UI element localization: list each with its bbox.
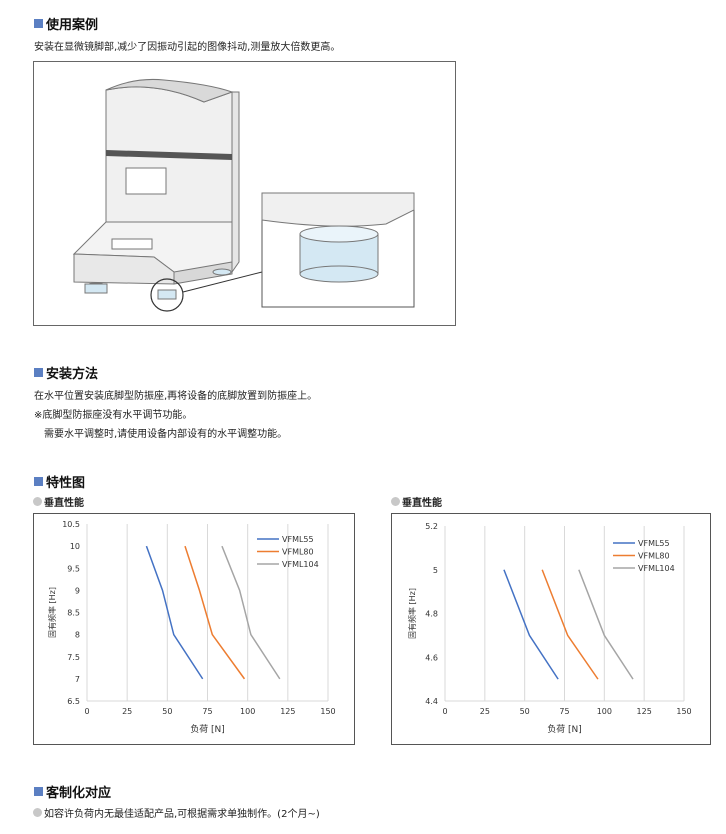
x-tick-label: 100 [597, 707, 612, 716]
x-axis-label: 负荷 [N] [547, 723, 582, 735]
y-tick-label: 6.5 [67, 697, 80, 706]
y-tick-label: 7 [75, 675, 80, 684]
x-tick-label: 125 [280, 707, 295, 716]
y-tick-label: 7.5 [67, 653, 80, 662]
install-line-2: ※底脚型防振座没有水平调节功能。 [34, 410, 193, 421]
usecase-description: 安装在显微镜脚部,减少了因振动引起的图像抖动,测量放大倍数更高。 [34, 42, 341, 53]
x-tick-label: 50 [162, 707, 172, 716]
x-tick-label: 50 [520, 707, 530, 716]
y-tick-label: 4.6 [425, 653, 438, 662]
legend-label: VFML80 [638, 552, 670, 561]
custom-description-text: 如容许负荷内无最佳适配产品,可根据需求单独制作。(2个月~) [44, 809, 320, 820]
install-line-3: 需要水平调整时,请使用设备内部设有的水平调整功能。 [44, 429, 288, 440]
y-tick-label: 4.4 [425, 697, 438, 706]
x-tick-label: 75 [202, 707, 212, 716]
section-marker-icon [34, 19, 43, 28]
section-title-text: 客制化对应 [46, 786, 112, 801]
custom-description: 如容许负荷内无最佳适配产品,可根据需求单独制作。(2个月~) [33, 805, 320, 820]
y-tick-label: 5.2 [425, 522, 438, 531]
series-line-VFML55 [145, 545, 204, 680]
section-title-custom: 客制化对应 [34, 782, 111, 801]
x-tick-label: 25 [480, 707, 490, 716]
usecase-illustration [33, 61, 456, 326]
y-tick-label: 10.5 [62, 520, 80, 529]
y-tick-label: 8 [75, 631, 80, 640]
legend-label: VFML104 [638, 564, 675, 573]
chart-svg: 0 25 50 75 100 125 150 6.5 7 7.5 8 8.5 9 9.5 10 10.5VFM… [47, 520, 336, 735]
y-tick-label: 5 [433, 566, 438, 575]
section-title-install: 安装方法 [34, 363, 98, 382]
chart-1-subtitle: 垂直性能 [33, 494, 84, 509]
chart-1-subtitle-text: 垂直性能 [44, 498, 84, 509]
section-marker-icon [34, 787, 43, 796]
bullet-dot-icon [391, 497, 400, 506]
x-tick-label: 0 [84, 707, 89, 716]
series-line-VFML104 [578, 569, 634, 680]
install-line-1: 在水平位置安装底脚型防振座,再将设备的底脚放置到防振座上。 [34, 391, 318, 402]
y-tick-label: 9 [75, 586, 80, 595]
x-tick-label: 150 [320, 707, 335, 716]
y-tick-label: 8.5 [67, 609, 80, 618]
y-axis-label: 固有频率 [Hz] [47, 587, 57, 638]
x-tick-label: 0 [442, 707, 447, 716]
legend-label: VFML55 [282, 535, 314, 544]
y-tick-label: 9.5 [67, 564, 80, 573]
section-title-text: 安装方法 [46, 367, 99, 382]
series-line-VFML104 [221, 545, 281, 680]
y-tick-label: 10 [70, 542, 80, 551]
chart-svg: 0 25 50 75 100 125 150 4.4 4.6 4.8 5 5.2VFML55VFML8… [407, 522, 692, 735]
section-marker-icon [34, 477, 43, 486]
y-axis-label: 固有频率 [Hz] [407, 588, 417, 639]
series-line-VFML55 [503, 569, 559, 680]
chart-2-subtitle: 垂直性能 [391, 494, 442, 509]
x-tick-label: 25 [122, 707, 132, 716]
legend-label: VFML104 [282, 560, 319, 569]
section-title-text: 使用案例 [46, 18, 99, 33]
x-tick-label: 150 [676, 707, 691, 716]
series-line-VFML80 [184, 545, 246, 680]
x-tick-label: 75 [559, 707, 569, 716]
bullet-dot-icon [33, 808, 42, 817]
microscope-illustration [72, 79, 415, 312]
series-line-VFML80 [541, 569, 599, 680]
section-title-text: 特性图 [46, 476, 86, 491]
x-tick-label: 125 [637, 707, 652, 716]
section-title-usecase: 使用案例 [34, 14, 98, 33]
x-tick-label: 100 [240, 707, 255, 716]
legend-label: VFML55 [638, 539, 670, 548]
section-marker-icon [34, 368, 43, 377]
section-title-characteristics: 特性图 [34, 472, 85, 491]
bullet-dot-icon [33, 497, 42, 506]
legend-label: VFML80 [282, 548, 314, 557]
x-axis-label: 负荷 [N] [190, 723, 225, 735]
y-tick-label: 4.8 [425, 610, 438, 619]
chart-2-subtitle-text: 垂直性能 [402, 498, 442, 509]
